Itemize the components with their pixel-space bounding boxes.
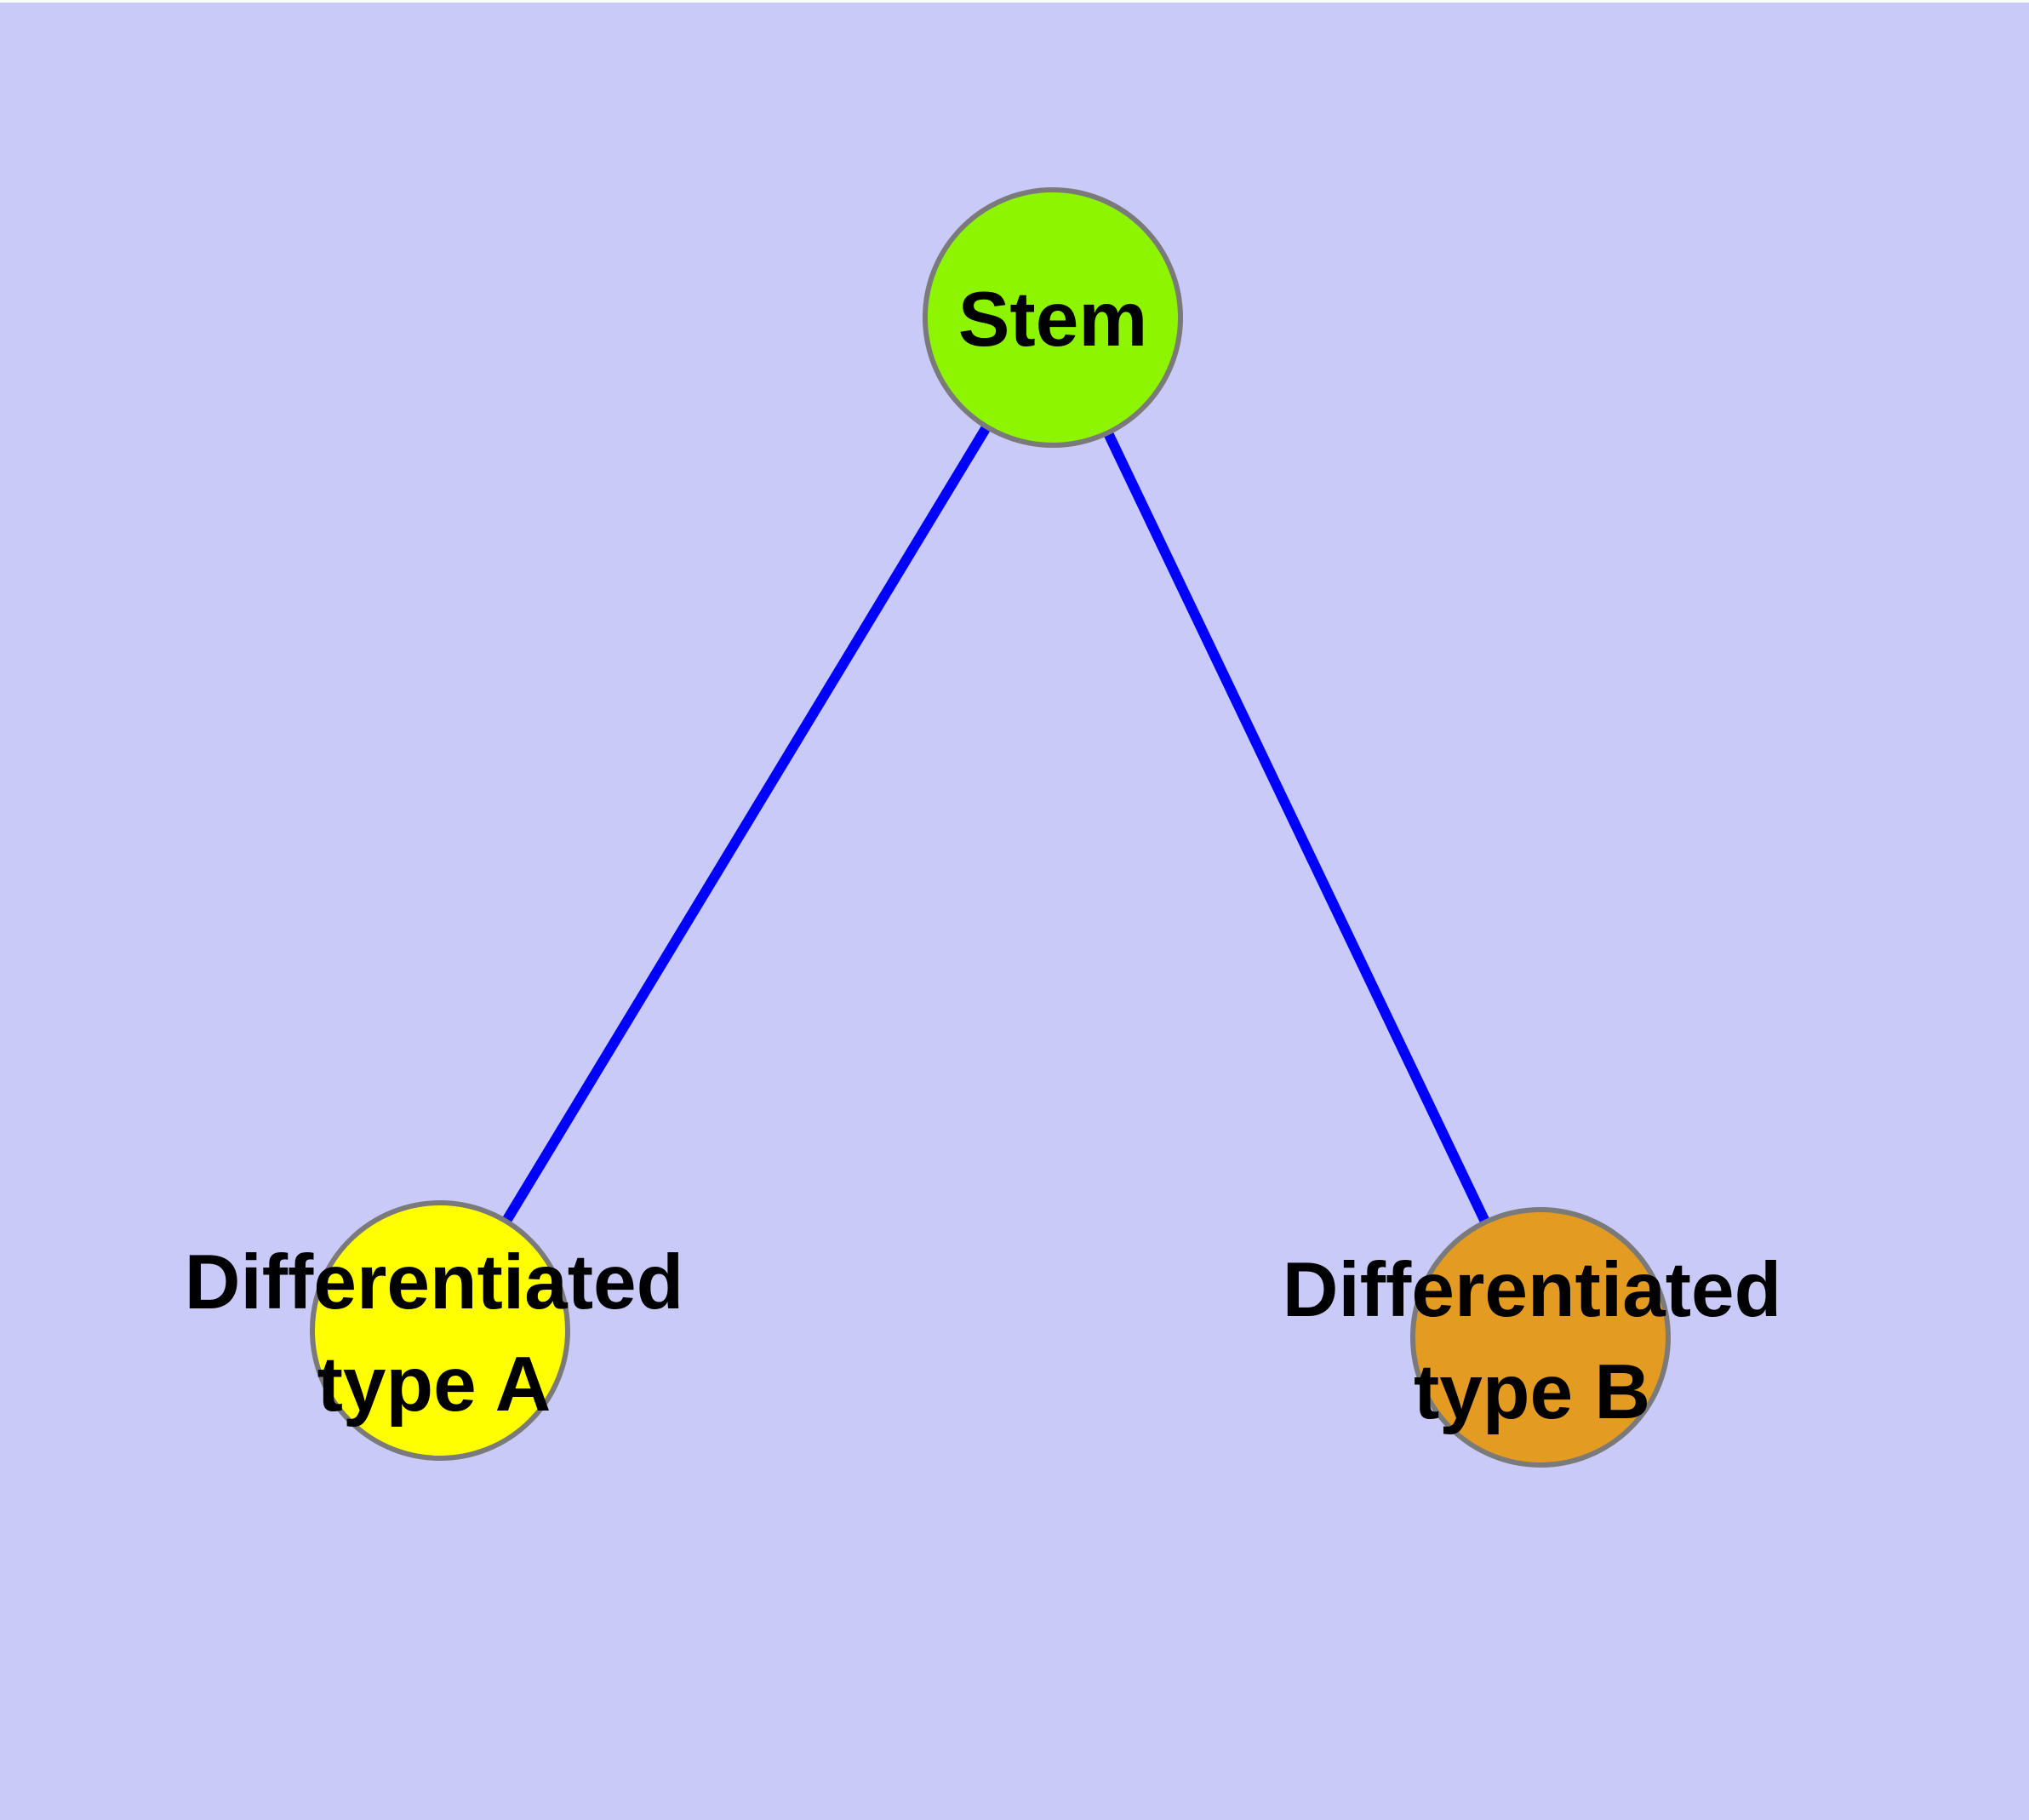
stem-node-label: Stem (958, 277, 1148, 363)
type-b-node-label-line2: type B (1414, 1349, 1650, 1435)
edge-stem-to-type-a (435, 314, 1058, 1334)
type-a-node-circle (310, 1200, 570, 1461)
node-differentiated-type-b: Differentiated type B (1283, 1207, 1782, 1468)
edge-stem-to-type-b (1048, 315, 1546, 1340)
type-b-node-circle (1410, 1207, 1671, 1468)
type-b-node-label-line1: Differentiated (1283, 1247, 1782, 1333)
node-stem: Stem (923, 187, 1183, 448)
node-differentiated-type-a: Differentiated type A (185, 1200, 684, 1461)
stem-node-circle (923, 187, 1183, 448)
edges (435, 314, 1546, 1340)
type-a-node-label-line2: type A (317, 1342, 552, 1428)
type-a-node-label-line1: Differentiated (185, 1239, 684, 1325)
top-margin-strip (0, 0, 2029, 3)
